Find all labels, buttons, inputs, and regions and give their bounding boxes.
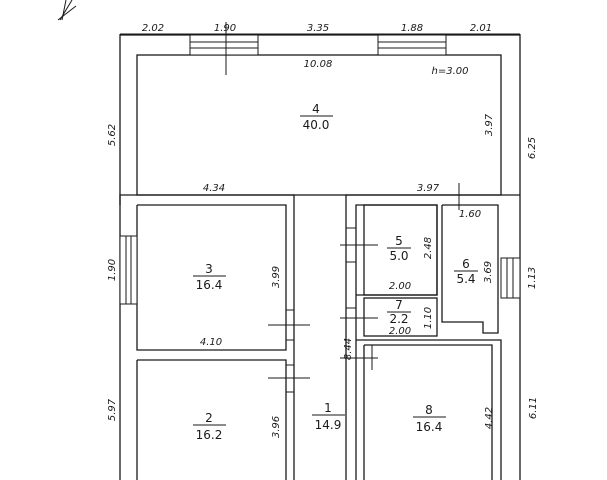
dim-left-upper: 5.62 (107, 124, 118, 146)
room-number: 6 (462, 257, 470, 271)
window-top-left (189, 34, 259, 56)
height-note: h=3.00 (432, 66, 469, 77)
dim-room7-width: 2.00 (389, 326, 411, 337)
dim-top-3: 3.35 (307, 23, 329, 34)
dim-left-lower: 5.97 (107, 398, 118, 421)
room-label-7: 7 2.2 (387, 298, 411, 326)
door-marks (268, 227, 378, 393)
room-label-4: 4 40.0 (300, 102, 333, 132)
dim-room5-top: 3.97 (417, 183, 440, 194)
dim-room8-height: 4.42 (484, 407, 495, 429)
dim-top-4: 1.88 (401, 23, 423, 34)
room-label-6: 6 5.4 (454, 257, 478, 286)
room-area: 5.4 (456, 272, 475, 286)
room-number: 3 (205, 262, 213, 276)
room-area: 2.2 (389, 312, 408, 326)
dim-top-5: 2.01 (470, 23, 492, 34)
room-area: 14.9 (315, 418, 342, 432)
interior-walls (119, 194, 520, 480)
room-number: 2 (205, 411, 213, 425)
room-area: 5.0 (389, 249, 408, 263)
dim-room4-width: 10.08 (304, 59, 333, 70)
dim-room3-height: 3.99 (271, 266, 282, 288)
dim-right-lower: 6.11 (528, 397, 539, 419)
window-top-right (377, 34, 447, 56)
room-label-5: 5 5.0 (387, 234, 411, 263)
dim-corridor: 8.44 (343, 338, 354, 360)
dim-right-upper: 6.25 (527, 137, 538, 159)
room-area: 16.4 (196, 278, 223, 292)
room-area: 40.0 (303, 118, 330, 132)
window-left (119, 235, 138, 305)
room-label-2: 2 16.2 (193, 411, 226, 442)
exterior-walls (119, 34, 521, 480)
dim-room5-width: 2.00 (389, 281, 411, 292)
room-number: 7 (395, 298, 403, 312)
dim-top-1: 2.02 (142, 23, 164, 34)
room-number: 1 (324, 401, 332, 415)
room-number: 8 (425, 403, 433, 417)
dim-room7-height: 1.10 (423, 307, 434, 329)
dim-top-2: 1.90 (214, 23, 236, 34)
dim-room3-top: 4.34 (203, 183, 225, 194)
room-number: 4 (312, 102, 320, 116)
dim-room5-height: 2.48 (423, 237, 434, 259)
room-number: 5 (395, 234, 403, 248)
compass-icon (57, 0, 77, 21)
room-label-3: 3 16.4 (193, 262, 226, 292)
room-label-1: 1 14.9 (312, 401, 345, 432)
dim-room6-top: 1.60 (459, 209, 481, 220)
room-area: 16.4 (416, 420, 443, 434)
dim-room3-bottom: 4.10 (200, 337, 222, 348)
window-right (500, 257, 521, 299)
dim-room2-height: 3.96 (271, 416, 282, 438)
dim-window-right: 1.13 (527, 267, 538, 289)
room-label-8: 8 16.4 (413, 403, 446, 434)
dim-room4-height: 3.97 (484, 113, 495, 136)
room-area: 16.2 (196, 428, 223, 442)
dim-room6-height: 3.69 (483, 261, 494, 283)
dim-window-left: 1.90 (107, 259, 118, 281)
